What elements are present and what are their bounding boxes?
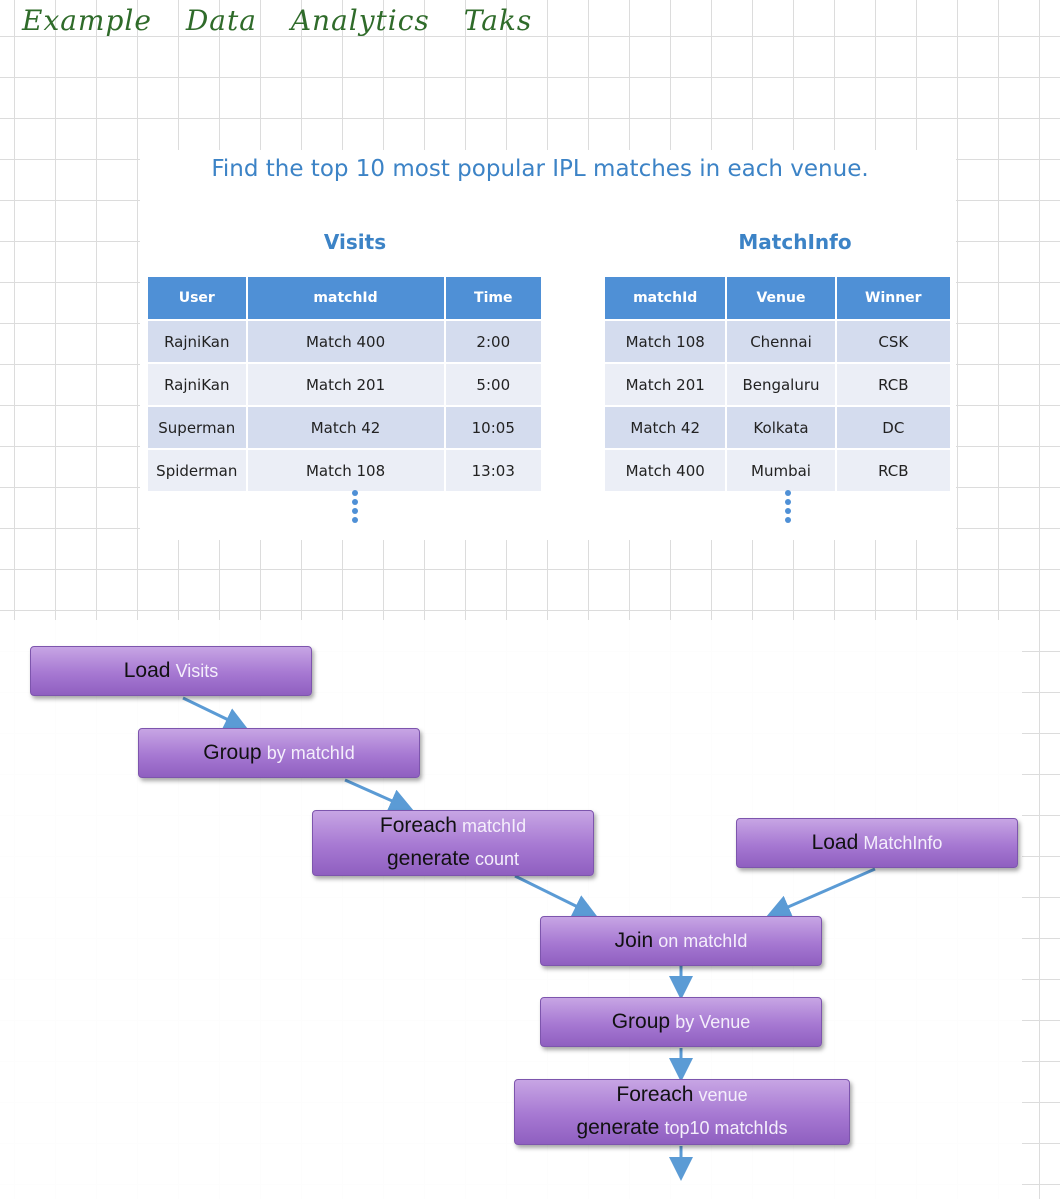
node-keyword: Foreach <box>616 1083 694 1106</box>
node-keyword: generate <box>386 847 470 870</box>
node-keyword: generate <box>576 1116 660 1139</box>
table-cell: RCB <box>836 450 950 493</box>
arrow-group-to-foreach <box>344 778 414 812</box>
table-cell: 10:05 <box>445 407 541 450</box>
node-argument: matchId <box>462 816 527 836</box>
table-cell: Bengaluru <box>727 364 837 407</box>
node-keyword: Foreach <box>379 814 457 837</box>
node-argument: by matchId <box>266 742 355 763</box>
table-cell: Match 108 <box>605 321 728 364</box>
node-load-matchinfo: Load MatchInfo <box>736 818 1018 868</box>
node-argument: Visits <box>175 660 219 681</box>
node-keyword: Group <box>203 740 262 764</box>
table-cell: Match 42 <box>247 407 446 450</box>
visits-col-matchid: matchId <box>247 277 446 321</box>
table-cell: 13:03 <box>445 450 541 493</box>
problem-slide: Find the top 10 most popular IPL matches… <box>140 150 956 540</box>
table-cell: 5:00 <box>445 364 541 407</box>
table-cell: Kolkata <box>727 407 837 450</box>
table-cell: RajniKan <box>148 321 248 364</box>
node-join-on-matchid: Join on matchId <box>540 916 822 966</box>
node-argument: top10 matchIds <box>664 1118 788 1138</box>
table-cell: Match 42 <box>605 407 728 450</box>
visits-col-time: Time <box>445 277 541 321</box>
table-cell: Match 400 <box>605 450 728 493</box>
table-row: Match 42 Kolkata DC <box>605 407 950 450</box>
arrow-load-to-group <box>182 696 249 730</box>
table-row: Match 201 Bengaluru RCB <box>605 364 950 407</box>
node-load-visits: Load Visits <box>30 646 312 696</box>
table-cell: Spiderman <box>148 450 248 493</box>
table-cell: Superman <box>148 407 248 450</box>
table-row: Spiderman Match 108 13:03 <box>148 450 541 493</box>
table-cell: Match 201 <box>605 364 728 407</box>
table-cell: RajniKan <box>148 364 248 407</box>
node-argument: venue <box>698 1085 748 1105</box>
node-keyword: Join <box>614 928 654 952</box>
table-cell: DC <box>836 407 950 450</box>
matchinfo-table-title: MatchInfo <box>738 230 852 254</box>
matchinfo-continuation-dots <box>783 490 793 526</box>
table-cell: RCB <box>836 364 950 407</box>
visits-col-user: User <box>148 277 248 321</box>
visits-continuation-dots <box>350 490 360 526</box>
node-foreach-matchid: Foreach matchId generate count <box>312 810 594 876</box>
node-argument: by Venue <box>675 1011 751 1032</box>
node-foreach-venue: Foreach venue generate top10 matchIds <box>514 1079 850 1145</box>
table-cell: Match 201 <box>247 364 446 407</box>
visits-table: User matchId Time RajniKan Match 400 2:0… <box>148 277 541 493</box>
node-keyword: Group <box>611 1009 671 1033</box>
node-keyword: Load <box>811 830 859 854</box>
visits-header-row: User matchId Time <box>148 277 541 321</box>
node-argument: count <box>474 849 520 869</box>
table-cell: Mumbai <box>727 450 837 493</box>
arrow-loadmatchinfo-to-join <box>766 867 876 918</box>
table-row: Match 108 Chennai CSK <box>605 321 950 364</box>
table-cell: CSK <box>836 321 950 364</box>
node-argument: MatchInfo <box>863 832 943 853</box>
matchinfo-col-matchid: matchId <box>605 277 728 321</box>
node-keyword: Load <box>123 658 171 682</box>
node-group-by-venue: Group by Venue <box>540 997 822 1047</box>
table-row: Superman Match 42 10:05 <box>148 407 541 450</box>
table-cell: Match 400 <box>247 321 446 364</box>
node-group-by-matchid: Group by matchId <box>138 728 420 778</box>
table-row: Match 400 Mumbai RCB <box>605 450 950 493</box>
matchinfo-col-venue: Venue <box>727 277 837 321</box>
table-cell: 2:00 <box>445 321 541 364</box>
table-cell: Match 108 <box>247 450 446 493</box>
matchinfo-table: matchId Venue Winner Match 108 Chennai C… <box>605 277 950 493</box>
table-row: RajniKan Match 201 5:00 <box>148 364 541 407</box>
page-title: Example Data Analytics Taks <box>22 4 533 37</box>
matchinfo-col-winner: Winner <box>836 277 950 321</box>
table-row: RajniKan Match 400 2:00 <box>148 321 541 364</box>
dataflow-panel <box>0 620 1022 1199</box>
node-argument: on matchId <box>658 930 748 951</box>
matchinfo-header-row: matchId Venue Winner <box>605 277 950 321</box>
table-cell: Chennai <box>727 321 837 364</box>
question-text: Find the top 10 most popular IPL matches… <box>211 156 869 182</box>
arrow-foreach-to-join <box>514 874 598 917</box>
visits-table-title: Visits <box>323 230 387 254</box>
